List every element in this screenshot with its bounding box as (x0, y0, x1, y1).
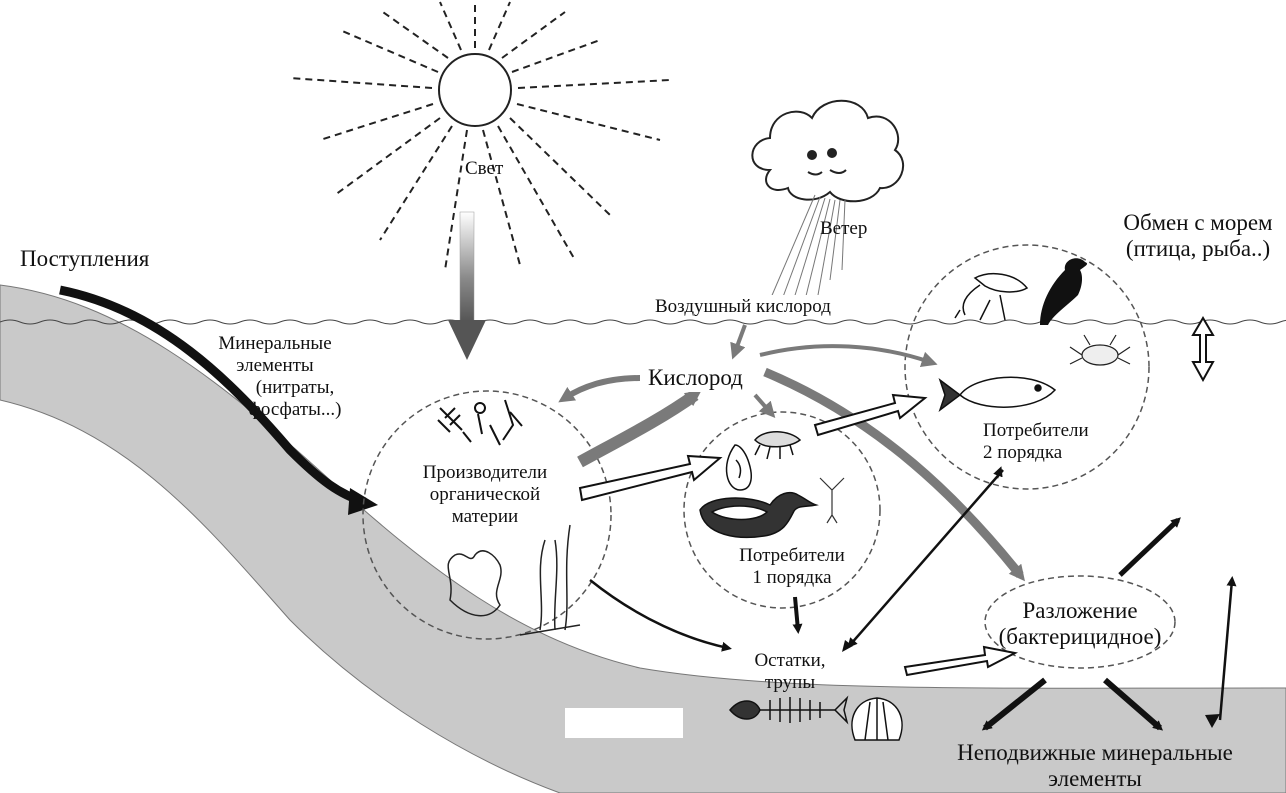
decomposition-label: Разложение (бактерицидное) (990, 598, 1170, 650)
wind-streaks (770, 195, 845, 305)
white-patch (565, 708, 683, 738)
consumers2-label-line2: 2 порядка (983, 442, 1089, 464)
algae-icon (438, 400, 522, 445)
duck-icon (700, 493, 816, 538)
producers-label-line2: органической (400, 484, 570, 506)
light-arrow (448, 212, 486, 360)
oxygen-label: Кислород (648, 365, 743, 391)
remains-label: Остатки, трупы (740, 650, 840, 694)
remains-label-line1: Остатки, (740, 650, 840, 672)
decomposition-label-line1: Разложение (990, 598, 1170, 624)
cloud-face-icon (752, 101, 903, 202)
consumers1-label: Потребители 1 порядка (722, 545, 862, 589)
plankton-icon (820, 478, 844, 523)
crab-icon (1070, 335, 1130, 365)
fixed-minerals-label-line2: элементы (935, 766, 1255, 792)
exchange-label-line1: Обмен с морем (1110, 210, 1286, 236)
minerals-label: Минеральные элементы (нитраты, фосфаты..… (195, 333, 355, 421)
consumers1-label-line2: 1 порядка (722, 567, 862, 589)
oxygen-arrows (565, 325, 1020, 575)
fish-icon (940, 377, 1055, 410)
decomposition-label-line2: (бактерицидное) (990, 624, 1170, 650)
remains-label-line2: трупы (740, 672, 840, 694)
flamingo-icon (955, 274, 1027, 320)
minerals-label-line2: элементы (195, 355, 355, 377)
cormorant-icon (1040, 258, 1087, 325)
producers-label-line1: Производители (400, 462, 570, 484)
water-surface (0, 320, 1286, 324)
producers-label-line3: материи (400, 506, 570, 528)
exchange-label-line2: (птица, рыба..) (1110, 236, 1286, 262)
consumers2-label: Потребители 2 порядка (983, 420, 1089, 464)
fixed-minerals-label: Неподвижные минеральные элементы (935, 740, 1255, 792)
minerals-label-line4: фосфаты...) (195, 399, 355, 421)
consumers2-label-line1: Потребители (983, 420, 1089, 442)
minerals-label-line3: (нитраты, (195, 377, 355, 399)
sun-icon (290, 0, 670, 270)
snail-icon (727, 445, 752, 490)
air-oxygen-label: Воздушный кислород (655, 296, 831, 318)
wind-label: Ветер (820, 218, 867, 240)
inputs-label: Поступления (20, 246, 149, 272)
exchange-label: Обмен с морем (птица, рыба..) (1110, 210, 1286, 262)
light-label: Свет (465, 158, 503, 180)
fixed-minerals-label-line1: Неподвижные минеральные (935, 740, 1255, 766)
consumers1-label-line1: Потребители (722, 545, 862, 567)
producers-label: Производители органической материи (400, 462, 570, 528)
minerals-label-line1: Минеральные (195, 333, 355, 355)
shrimp-icon (755, 432, 800, 459)
